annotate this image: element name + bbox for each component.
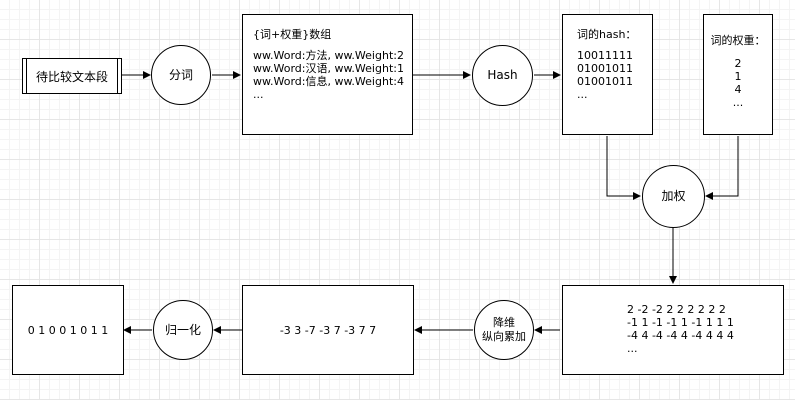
word-weight-title: 词的权重： (710, 34, 766, 47)
hash-label: Hash (487, 68, 518, 82)
word-hash-line: 01001011 (577, 62, 633, 75)
normalize-label: 归一化 (164, 322, 201, 337)
weighting-label: 加权 (661, 189, 686, 203)
weighted-matrix-row: ... (627, 342, 638, 355)
word-weight-array-title: {词+权重}数组 (253, 28, 332, 41)
word-hash-node: 词的hash： 10011111 01001011 01001011 ... (562, 14, 653, 135)
word-weight-array-node: {词+权重}数组 ww.Word:方法, ww.Weight:2 ww.Word… (242, 14, 413, 135)
word-weight-line: ... (732, 96, 744, 109)
weighted-matrix-row: -4 4 -4 -4 4 -4 4 4 4 (627, 329, 734, 342)
hash-node: Hash (472, 45, 533, 106)
weighting-node: 加权 (642, 165, 705, 228)
word-hash-line: ... (577, 88, 588, 101)
word-weight-array-line: ww.Word:方法, ww.Weight:2 (253, 49, 404, 62)
reduce-dimension-label: 降维 纵向累加 (482, 316, 526, 343)
sum-vector-node: -3 3 -7 -3 7 -3 7 7 (242, 285, 414, 375)
word-weight-line: 1 (734, 70, 742, 83)
sum-vector-value: -3 3 -7 -3 7 -3 7 7 (279, 323, 377, 337)
segment-label: 分词 (168, 67, 193, 82)
word-weight-line: 2 (734, 57, 742, 70)
input-text-segment-node: 待比较文本段 (22, 58, 122, 94)
segment-node: 分词 (151, 45, 211, 105)
word-hash-line: 01001011 (577, 75, 633, 88)
reduce-dimension-node: 降维 纵向累加 (474, 300, 534, 360)
fingerprint-value: 0 1 0 0 1 0 1 1 (27, 323, 109, 337)
word-hash-line: 10011111 (577, 49, 633, 62)
normalize-node: 归一化 (153, 300, 213, 360)
word-weight-line: 4 (734, 83, 742, 96)
word-hash-title: 词的hash： (577, 28, 637, 41)
weighted-matrix-row: 2 -2 -2 2 2 2 2 2 2 (627, 303, 726, 316)
word-weight-node: 词的权重： 2 1 4 ... (703, 14, 773, 135)
word-weight-array-line: ww.Word:信息, ww.Weight:4 (253, 75, 404, 88)
arrow-wordhash-to-weighting (606, 136, 641, 200)
weighted-matrix-row: -1 1 -1 -1 1 -1 1 1 1 (627, 316, 734, 329)
weighted-matrix-node: 2 -2 -2 2 2 2 2 2 2 -1 1 -1 -1 1 -1 1 1 … (562, 285, 784, 375)
input-text-segment-label: 待比较文本段 (35, 69, 108, 84)
arrow-wordweight-to-weighting (705, 136, 739, 200)
word-weight-array-line: ww.Word:汉语, ww.Weight:1 (253, 62, 404, 75)
word-weight-array-line: ... (253, 88, 264, 101)
fingerprint-node: 0 1 0 0 1 0 1 1 (12, 285, 124, 375)
